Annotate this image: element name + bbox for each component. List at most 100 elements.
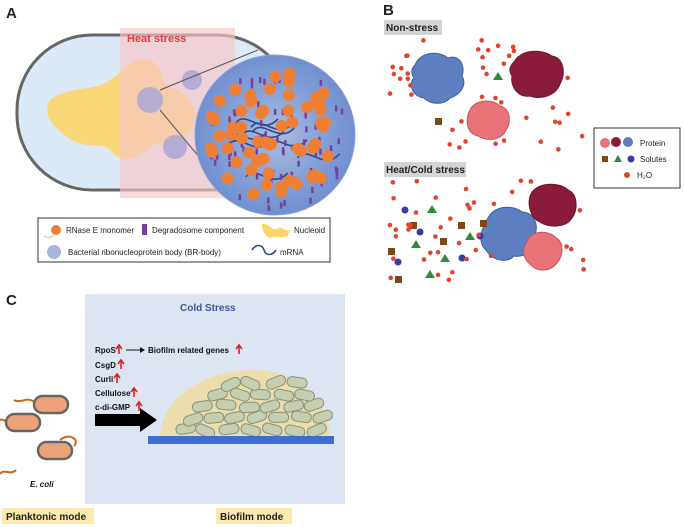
degradosome-mark bbox=[314, 151, 318, 158]
rnase-monomer bbox=[245, 95, 258, 108]
rnase-monomer bbox=[309, 138, 322, 151]
water-molecule bbox=[501, 61, 507, 66]
water-molecule bbox=[479, 38, 485, 43]
water-molecule bbox=[495, 43, 501, 49]
degradosome-mark bbox=[239, 78, 242, 85]
degradosome-mark bbox=[238, 194, 242, 201]
degradosome-mark bbox=[228, 160, 231, 167]
planktonic-label-bg bbox=[2, 508, 94, 524]
rnase-monomer bbox=[229, 83, 242, 96]
degradosome-mark bbox=[311, 187, 314, 194]
water-molecule bbox=[414, 178, 420, 184]
water-molecule bbox=[391, 195, 396, 201]
water-molecule bbox=[467, 206, 472, 211]
rnase-monomer bbox=[221, 142, 234, 155]
biofilm-cell bbox=[261, 422, 283, 437]
solute-triangle bbox=[425, 270, 435, 278]
water-molecule bbox=[568, 246, 574, 252]
water-molecule bbox=[446, 277, 452, 283]
biofilm-cell bbox=[240, 375, 261, 391]
water-molecule bbox=[427, 250, 433, 256]
degradosome-mark bbox=[281, 147, 285, 154]
water-molecule bbox=[463, 139, 468, 144]
biofilm-mode-label: Biofilm mode bbox=[220, 512, 284, 523]
water-molecule bbox=[506, 53, 512, 59]
water-molecule bbox=[463, 186, 469, 192]
rnase-monomer bbox=[225, 128, 238, 141]
cdigmp-label: c-di-GMP bbox=[95, 403, 131, 412]
degradosome-mark bbox=[264, 131, 267, 138]
degradosome-mark bbox=[228, 116, 231, 123]
water-molecule bbox=[413, 210, 419, 215]
mrna-strand bbox=[241, 130, 285, 139]
solute-circle bbox=[394, 258, 402, 266]
biofilm-cell bbox=[294, 388, 315, 402]
water-molecule bbox=[433, 195, 439, 200]
degradosome-mark bbox=[240, 141, 244, 148]
water-molecule bbox=[485, 47, 491, 53]
water-molecule bbox=[421, 257, 427, 262]
water-molecule bbox=[397, 76, 403, 81]
legend-a-box bbox=[37, 217, 331, 263]
rnase-monomer bbox=[247, 188, 260, 201]
degradosome-mark bbox=[283, 200, 286, 207]
biofilm-cell bbox=[265, 374, 287, 390]
water-molecule bbox=[390, 180, 396, 185]
mrna-strand bbox=[235, 118, 279, 126]
degradosome-mark bbox=[258, 77, 262, 84]
panel-c-letter: C bbox=[6, 292, 17, 309]
biofilm-cell bbox=[249, 388, 271, 401]
legend-protein-label: Protein bbox=[640, 139, 665, 148]
csgd-up-arrow-icon bbox=[117, 358, 125, 369]
non-stress-label: Non-stress bbox=[386, 23, 439, 34]
degradosome-mark bbox=[263, 78, 266, 85]
water-molecule bbox=[409, 92, 414, 97]
water-molecule bbox=[450, 269, 455, 275]
water-molecule bbox=[464, 256, 469, 262]
degradosome-mark bbox=[213, 159, 217, 166]
water-molecule bbox=[480, 65, 486, 70]
water-molecule bbox=[450, 127, 455, 133]
biofilm-cell bbox=[224, 411, 245, 425]
rnase-monomer bbox=[282, 88, 295, 101]
cellulose-up-arrow-icon bbox=[130, 386, 138, 397]
legend-solutes-label: Solutes bbox=[640, 155, 667, 164]
biofilm-cell bbox=[203, 411, 225, 424]
degradosome-mark bbox=[337, 138, 341, 145]
rnase-monomer bbox=[262, 167, 275, 180]
water-molecule bbox=[475, 47, 481, 52]
degradosome-mark bbox=[228, 154, 231, 161]
water-molecule bbox=[408, 83, 413, 88]
rnase-monomer bbox=[243, 146, 256, 159]
biofilm-cell bbox=[182, 412, 204, 427]
legend-nucleoid-label: Nucleoid bbox=[294, 226, 325, 235]
degradosome-mark bbox=[259, 120, 263, 127]
water-molecule bbox=[538, 139, 544, 145]
rnase-monomer bbox=[306, 169, 319, 182]
water-molecule bbox=[435, 272, 441, 278]
legend-protein-blue-icon bbox=[623, 137, 633, 147]
solute-triangle bbox=[440, 254, 450, 262]
water-molecule bbox=[501, 138, 507, 143]
degradosome-mark bbox=[334, 105, 338, 112]
biofilm-cell bbox=[191, 400, 213, 413]
degradosome-mark bbox=[340, 108, 344, 115]
solute-circle bbox=[416, 228, 424, 236]
water-molecule bbox=[552, 119, 558, 125]
water-molecule bbox=[581, 267, 586, 272]
protein-pink-nonstress bbox=[466, 100, 510, 140]
water-molecule bbox=[391, 71, 397, 77]
solutes-stress bbox=[388, 205, 487, 283]
rnase-monomer bbox=[290, 177, 303, 190]
water-molecule bbox=[498, 100, 504, 105]
solute-square bbox=[440, 238, 447, 245]
water-molecule bbox=[404, 53, 409, 59]
biofilm-cell bbox=[268, 411, 290, 423]
legend-water-label: H₂O bbox=[637, 171, 652, 180]
protein-dark-nonstress bbox=[509, 50, 564, 98]
rnase-monomer bbox=[235, 104, 248, 117]
csgd-label: CsgD bbox=[95, 361, 116, 370]
water-molecule bbox=[488, 253, 494, 259]
degradosome-mark bbox=[273, 108, 277, 115]
